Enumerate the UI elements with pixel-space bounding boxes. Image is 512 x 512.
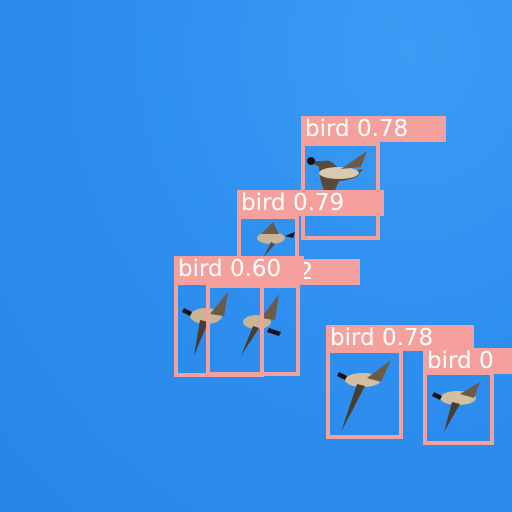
goose-2-icon <box>257 222 295 258</box>
detection-6-label: bird 0 <box>423 348 512 374</box>
goose-3-icon <box>182 292 228 356</box>
goose-1-icon <box>307 151 367 217</box>
goose-6-icon <box>432 382 480 432</box>
goose-5-icon <box>337 360 391 432</box>
detection-3-box <box>174 281 264 377</box>
detection-6-box <box>423 371 494 445</box>
goose-4-icon <box>241 294 281 356</box>
detection-2-label: bird 0.79 <box>237 190 384 216</box>
detection-5-label: bird 0.78 <box>326 325 474 351</box>
detection-5-box <box>326 349 403 439</box>
detection-3-label: bird 0.60 <box>174 256 304 282</box>
detection-1-label: bird 0.78 <box>301 116 446 142</box>
